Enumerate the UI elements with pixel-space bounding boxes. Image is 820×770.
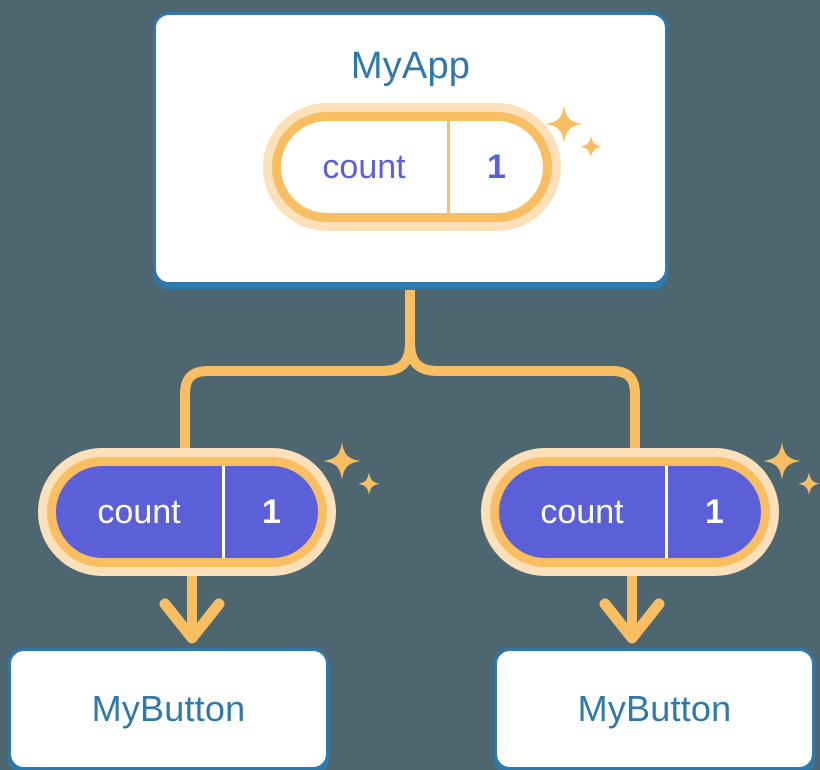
- component-card-mybutton-right[interactable]: MyButton: [494, 648, 815, 770]
- component-label: MyButton: [91, 688, 246, 729]
- state-pill-inner: count 1: [281, 121, 543, 213]
- state-value-label: 1: [447, 121, 543, 213]
- branch-connector: [180, 281, 640, 462]
- state-key-label: count: [97, 493, 181, 531]
- state-key-label: count: [540, 493, 624, 531]
- state-value-label: 1: [665, 466, 761, 558]
- component-label: MyButton: [577, 688, 732, 729]
- state-pill-inner: count 1: [56, 466, 318, 558]
- arrow-down-icon: [159, 575, 225, 644]
- state-pill-child-left[interactable]: count 1: [47, 457, 327, 567]
- state-pill-inner: count 1: [499, 466, 761, 558]
- component-card-mybutton-left[interactable]: MyButton: [8, 648, 329, 770]
- state-pill-child-right[interactable]: count 1: [490, 457, 770, 567]
- sparkle-icon: [323, 442, 380, 495]
- state-key-label: count: [322, 148, 406, 186]
- page-title: MyApp: [350, 45, 471, 87]
- state-value-label: 1: [222, 466, 318, 558]
- state-pill-root[interactable]: count 1: [272, 112, 552, 222]
- arrow-down-icon: [599, 575, 665, 644]
